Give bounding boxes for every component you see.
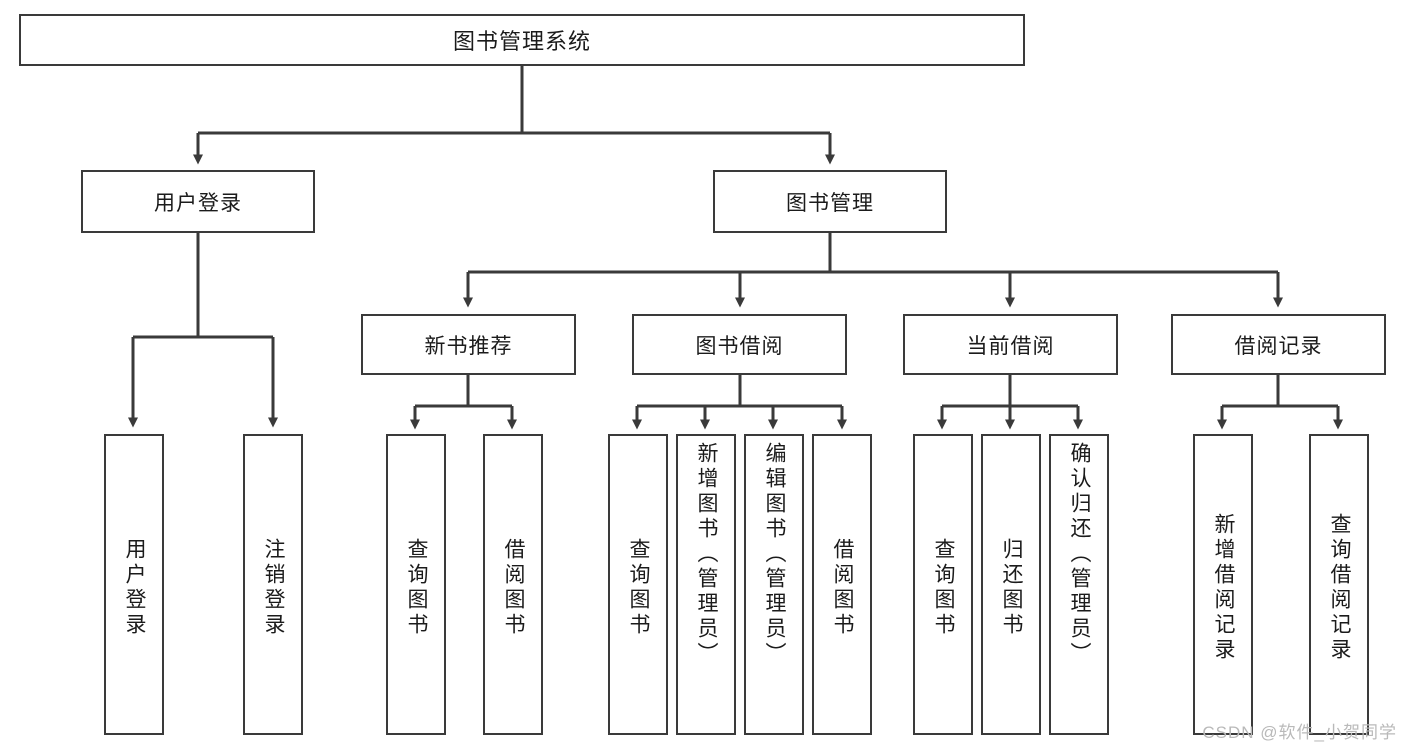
leaf-query-book-current[interactable]: 查询图书	[913, 434, 973, 735]
leaf-edit-book-admin[interactable]: 编辑图书（管理员）	[744, 434, 804, 735]
node-new-book-recommend[interactable]: 新书推荐	[361, 314, 576, 375]
node-user-login[interactable]: 用户登录	[81, 170, 315, 233]
leaf-add-book-admin[interactable]: 新增图书（管理员）	[676, 434, 736, 735]
leaf-user-login[interactable]: 用户登录	[104, 434, 164, 735]
node-book-management[interactable]: 图书管理	[713, 170, 947, 233]
leaf-query-book-new[interactable]: 查询图书	[386, 434, 446, 735]
leaf-return-book[interactable]: 归还图书	[981, 434, 1041, 735]
leaf-borrow-book-new[interactable]: 借阅图书	[483, 434, 543, 735]
leaf-confirm-return-admin[interactable]: 确认归还（管理员）	[1049, 434, 1109, 735]
node-current-borrow[interactable]: 当前借阅	[903, 314, 1118, 375]
leaf-add-borrow-record[interactable]: 新增借阅记录	[1193, 434, 1253, 735]
watermark: CSDN @软件_小贺同学	[1202, 723, 1397, 742]
node-root-system[interactable]: 图书管理系统	[19, 14, 1025, 66]
leaf-query-book-borrow[interactable]: 查询图书	[608, 434, 668, 735]
leaf-query-borrow-record[interactable]: 查询借阅记录	[1309, 434, 1369, 735]
node-borrow-record[interactable]: 借阅记录	[1171, 314, 1386, 375]
node-book-borrow[interactable]: 图书借阅	[632, 314, 847, 375]
leaf-borrow-book[interactable]: 借阅图书	[812, 434, 872, 735]
leaf-logout[interactable]: 注销登录	[243, 434, 303, 735]
